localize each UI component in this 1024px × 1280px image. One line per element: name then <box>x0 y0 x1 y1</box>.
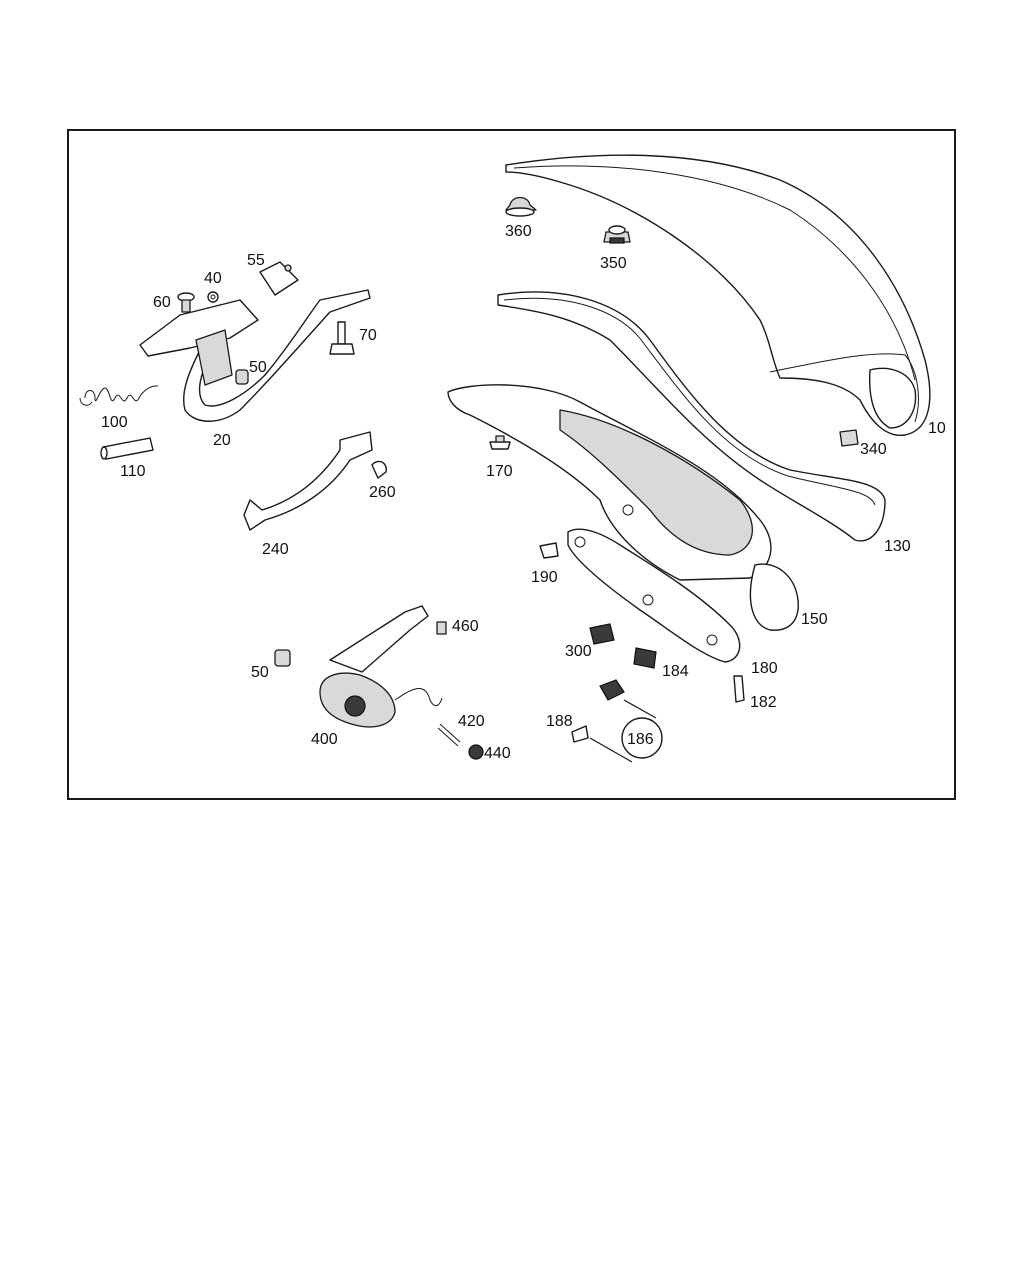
part-400-motor <box>319 605 443 728</box>
callout-184: 184 <box>662 663 689 680</box>
callout-350: 350 <box>600 255 627 272</box>
part-420-screw <box>437 723 461 747</box>
callout-400: 400 <box>311 731 338 748</box>
part-110-tube <box>100 437 154 460</box>
callout-360: 360 <box>505 223 532 240</box>
part-10-trunk-lid-frame <box>505 154 931 436</box>
part-440-nut <box>468 744 484 760</box>
callout-180: 180 <box>751 660 778 677</box>
part-182-clip <box>733 675 745 703</box>
callout-170: 170 <box>486 463 513 480</box>
part-55-bracket <box>259 261 299 296</box>
callout-100: 100 <box>101 414 128 431</box>
callout-460: 460 <box>452 618 479 635</box>
callout-186: 186 <box>627 731 654 748</box>
callout-240: 240 <box>262 541 289 558</box>
callout-340: 340 <box>860 441 887 458</box>
part-180-trim-panel <box>567 528 741 663</box>
callout-182: 182 <box>750 694 777 711</box>
part-100-spring <box>79 385 159 406</box>
callout-300: 300 <box>565 643 592 660</box>
part-240-arc-cover <box>243 431 373 531</box>
callout-70: 70 <box>359 327 377 344</box>
callout-40: 40 <box>204 270 222 287</box>
part-260-clip <box>371 460 387 479</box>
callout-50-lower: 50 <box>251 664 269 681</box>
part-190-clip <box>539 542 559 559</box>
part-170-clip <box>489 435 511 450</box>
callout-440: 440 <box>484 745 511 762</box>
part-60-bolt <box>177 292 195 313</box>
part-460-bolt <box>436 621 447 635</box>
part-150-lining <box>447 384 799 631</box>
callout-60: 60 <box>153 294 171 311</box>
callout-10: 10 <box>928 420 946 437</box>
part-50-bushing-lower <box>274 649 291 667</box>
part-50-bushing-upper <box>235 369 249 385</box>
part-130-seal <box>497 291 886 542</box>
part-186-assembly <box>571 679 663 763</box>
callout-110: 110 <box>120 463 146 480</box>
part-40-nut <box>207 291 219 303</box>
callout-50-upper: 50 <box>249 359 267 376</box>
part-70-bolt <box>329 321 355 355</box>
callout-150: 150 <box>801 611 828 628</box>
part-360-clip <box>505 196 537 217</box>
callout-190: 190 <box>531 569 558 586</box>
callout-260: 260 <box>369 484 396 501</box>
callout-188: 188 <box>546 713 573 730</box>
callout-20: 20 <box>213 432 231 449</box>
part-340-clip <box>839 429 859 447</box>
callout-55: 55 <box>247 252 265 269</box>
callout-420: 420 <box>458 713 485 730</box>
part-20-hinge <box>139 289 371 422</box>
part-184-switch <box>633 647 657 669</box>
part-350-clip <box>603 225 631 244</box>
callout-130: 130 <box>884 538 911 555</box>
part-300-block <box>589 623 615 645</box>
